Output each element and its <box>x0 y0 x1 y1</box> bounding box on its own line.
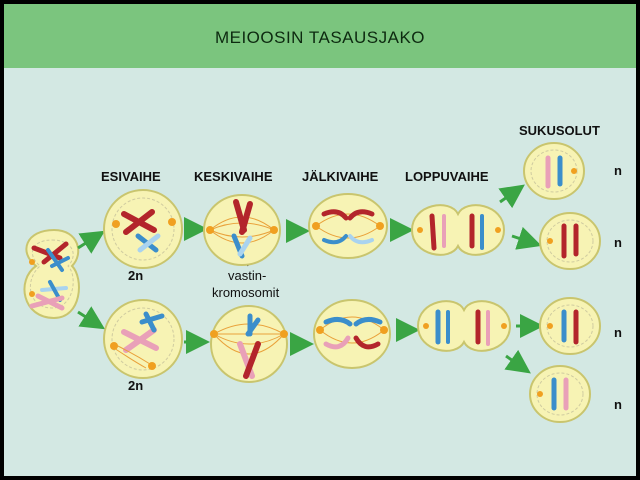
diagram-frame: MEIOOSIN TASAUSJAKO ESIVAIHE KESKIVAIHE … <box>4 4 636 476</box>
parent-cell <box>23 228 80 320</box>
gamete-4 <box>529 365 591 423</box>
gamete-ploidy-2: n <box>614 235 622 250</box>
cell-telophase-bottom <box>416 300 512 352</box>
label-anaphase: JÄLKIVAIHE <box>302 169 379 184</box>
label-telophase: LOPPUVAIHE <box>405 169 489 184</box>
arrow-parent-top <box>77 230 106 254</box>
ploidy-label-bottom: 2n <box>128 378 143 393</box>
cell-metaphase-top <box>203 194 281 266</box>
cell-prophase-top <box>103 189 183 269</box>
gamete-ploidy-4: n <box>614 397 622 412</box>
ploidy-label-top: 2n <box>128 268 143 283</box>
cell-anaphase-bottom <box>313 299 391 369</box>
arrow-top-gamete-1 <box>498 184 525 209</box>
annotation-line-2: kromosomit <box>212 285 280 300</box>
meiosis-diagram: ESIVAIHE KESKIVAIHE JÄLKIVAIHE LOPPUVAIH… <box>23 123 622 423</box>
label-gametes: SUKUSOLUT <box>519 123 600 138</box>
cell-metaphase-bottom <box>210 305 288 383</box>
gamete-3 <box>539 297 601 355</box>
label-metaphase: KESKIVAIHE <box>194 169 273 184</box>
label-prophase: ESIVAIHE <box>101 169 161 184</box>
gamete-2 <box>539 212 601 270</box>
arrow-bottom-gamete-2 <box>504 349 531 374</box>
title-banner: MEIOOSIN TASAUSJAKO <box>4 4 636 68</box>
cell-prophase-bottom <box>103 299 183 379</box>
cell-telophase-top <box>410 204 506 256</box>
cell-anaphase-top <box>308 193 388 259</box>
gamete-ploidy-1: n <box>614 163 622 178</box>
arrow-top-gamete-2 <box>511 226 542 250</box>
annotation-line-1: vastin- <box>228 268 266 283</box>
diagram-title: MEIOOSIN TASAUSJAKO <box>214 28 426 47</box>
arrow-parent-bottom <box>77 306 106 330</box>
gamete-ploidy-3: n <box>614 325 622 340</box>
gamete-1 <box>523 142 585 200</box>
